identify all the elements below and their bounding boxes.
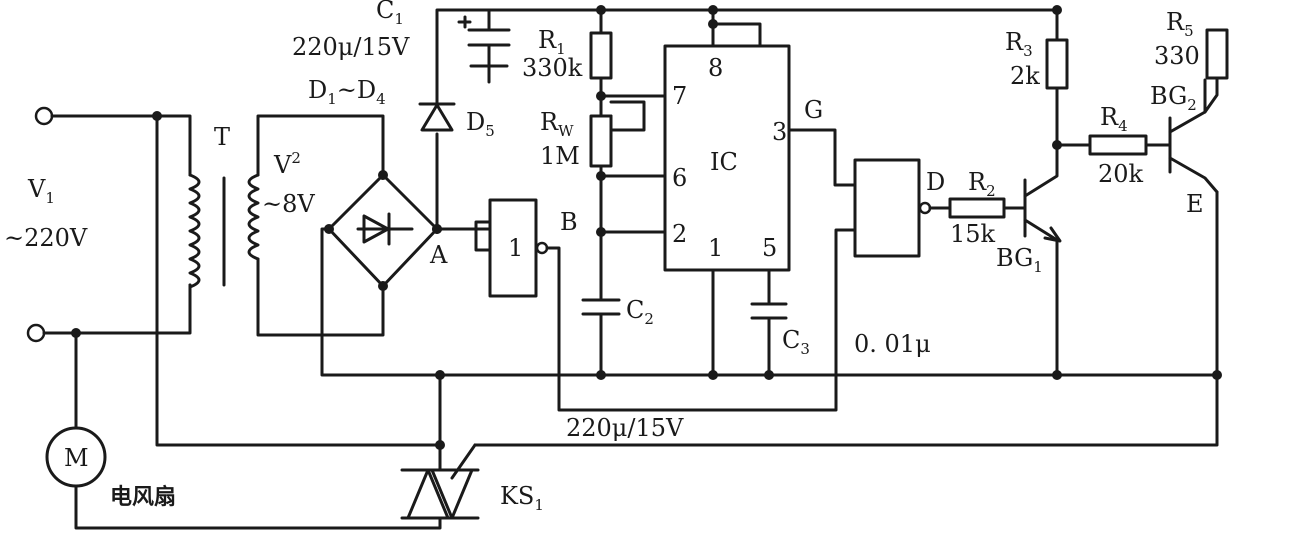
bg2-label: BG2 [1150,82,1197,114]
pin-1: 1 [708,234,723,262]
r1-label: R1 [538,26,566,58]
timing-network [581,5,667,380]
r4-value: 20k [1098,160,1144,188]
node-a-label: A [429,241,448,269]
r5-value: 330 [1154,42,1200,70]
c2-label: C2 [626,296,654,328]
ic-label: IC [710,148,738,176]
nand-gate [853,158,1027,258]
rw-label: RW [540,108,574,140]
c3-value: 0. 01μ [854,330,931,358]
node-e-label: E [1186,190,1204,218]
bottom-cap-value: 220μ/15V [566,414,684,442]
ic-555 [663,5,857,380]
v2-label: V2 [273,149,301,179]
ks1-label: KS1 [500,482,544,514]
d1-d4-label: D1~D4 [308,76,386,108]
r2-value: 15k [950,220,996,248]
r3-value: 2k [1010,62,1040,90]
r3-r4 [1045,38,1172,156]
gate-1-label: 1 [508,234,523,262]
fan-label: 电风扇 [110,484,176,510]
d5-label: D5 [466,108,495,140]
pin-7: 7 [672,82,687,110]
bg1-label: BG1 [996,244,1043,276]
v2-value: ~8V [262,190,315,218]
r1-value: 330k [522,54,583,82]
triac-ks1 [400,370,480,520]
pin-3: 3 [772,118,787,146]
transistor-bg1 [1023,5,1062,380]
input-terminals [26,106,442,530]
c1-label: C1 [376,0,404,28]
pin-2: 2 [672,220,687,248]
transistor-bg2 [473,28,1229,447]
r2-label: R2 [968,168,996,200]
node-b-label: B [560,208,578,236]
v1-value: ~220V [4,224,88,252]
pin-6: 6 [672,164,687,192]
pin-5: 5 [762,234,777,262]
fan-motor [45,426,107,488]
motor-label: M [64,444,89,472]
r3-label: R3 [1005,28,1033,60]
node-d-label: D [926,168,945,196]
pin-8: 8 [708,54,723,82]
r5-label: R5 [1166,8,1194,40]
node-g-label: G [804,96,823,124]
c3-label: C3 [782,326,810,358]
transformer-label: T [214,123,230,151]
terminal-bottom [26,323,46,343]
rw-value: 1M [540,142,580,170]
terminal-top [34,106,54,126]
r4-label: R4 [1100,103,1128,135]
gate-1 [474,198,857,412]
c1-value: 220μ/15V [292,33,410,61]
v1-label: V1 [27,175,55,207]
supply-section [418,8,1059,234]
